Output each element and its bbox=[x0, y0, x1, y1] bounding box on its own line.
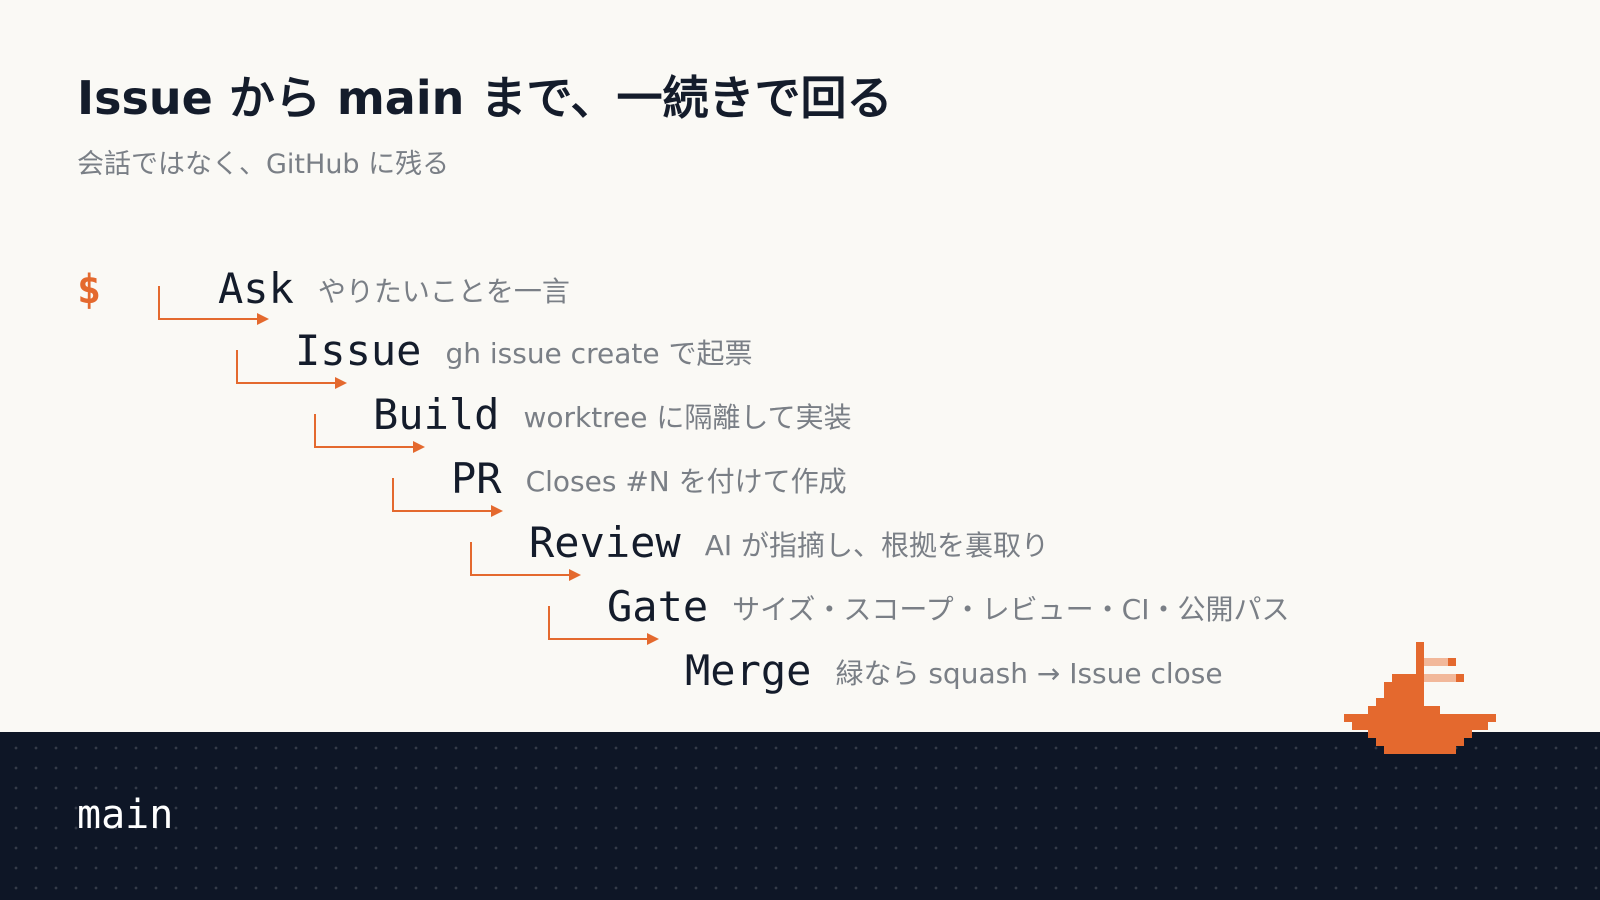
branch-arrow-icon bbox=[314, 414, 426, 482]
branch-arrow-icon bbox=[158, 286, 270, 354]
step-name: Ask bbox=[218, 263, 294, 313]
step-desc: Closes #N を付けて作成 bbox=[525, 465, 847, 498]
branch-arrow-icon bbox=[392, 478, 504, 546]
slide-title: Issue から main まで、一続きで回る bbox=[77, 71, 893, 125]
pixel-ship-icon bbox=[1344, 642, 1496, 754]
step-desc: サイズ・スコープ・レビュー・CI・公開パス bbox=[732, 593, 1290, 626]
step-desc: gh issue create で起票 bbox=[445, 337, 753, 370]
step-desc: やりたいことを一言 bbox=[317, 275, 570, 308]
step-name: Merge bbox=[685, 645, 812, 695]
step-desc: 緑なら squash → Issue close bbox=[835, 657, 1223, 690]
slide-subtitle: 会話ではなく、GitHub に残る bbox=[77, 149, 450, 180]
step-name: PR bbox=[451, 453, 502, 503]
branch-arrow-icon bbox=[548, 606, 660, 674]
step-name: Review bbox=[529, 517, 681, 567]
workflow-steps: Ask やりたいことを一言 Issue gh issue create で起票 … bbox=[158, 263, 1290, 695]
step-name: Gate bbox=[607, 581, 709, 631]
step-name: Build bbox=[373, 389, 500, 439]
branch-arrow-icon bbox=[236, 350, 348, 418]
step-desc: AI が指摘し、根拠を裏取り bbox=[704, 529, 1050, 562]
step-name: Issue bbox=[295, 325, 422, 375]
step-desc: worktree に隔離して実装 bbox=[523, 401, 852, 434]
branch-arrow-icon bbox=[470, 542, 582, 610]
main-branch-band bbox=[0, 732, 1600, 900]
branch-label: main bbox=[77, 792, 174, 838]
prompt-symbol: $ bbox=[77, 267, 102, 313]
